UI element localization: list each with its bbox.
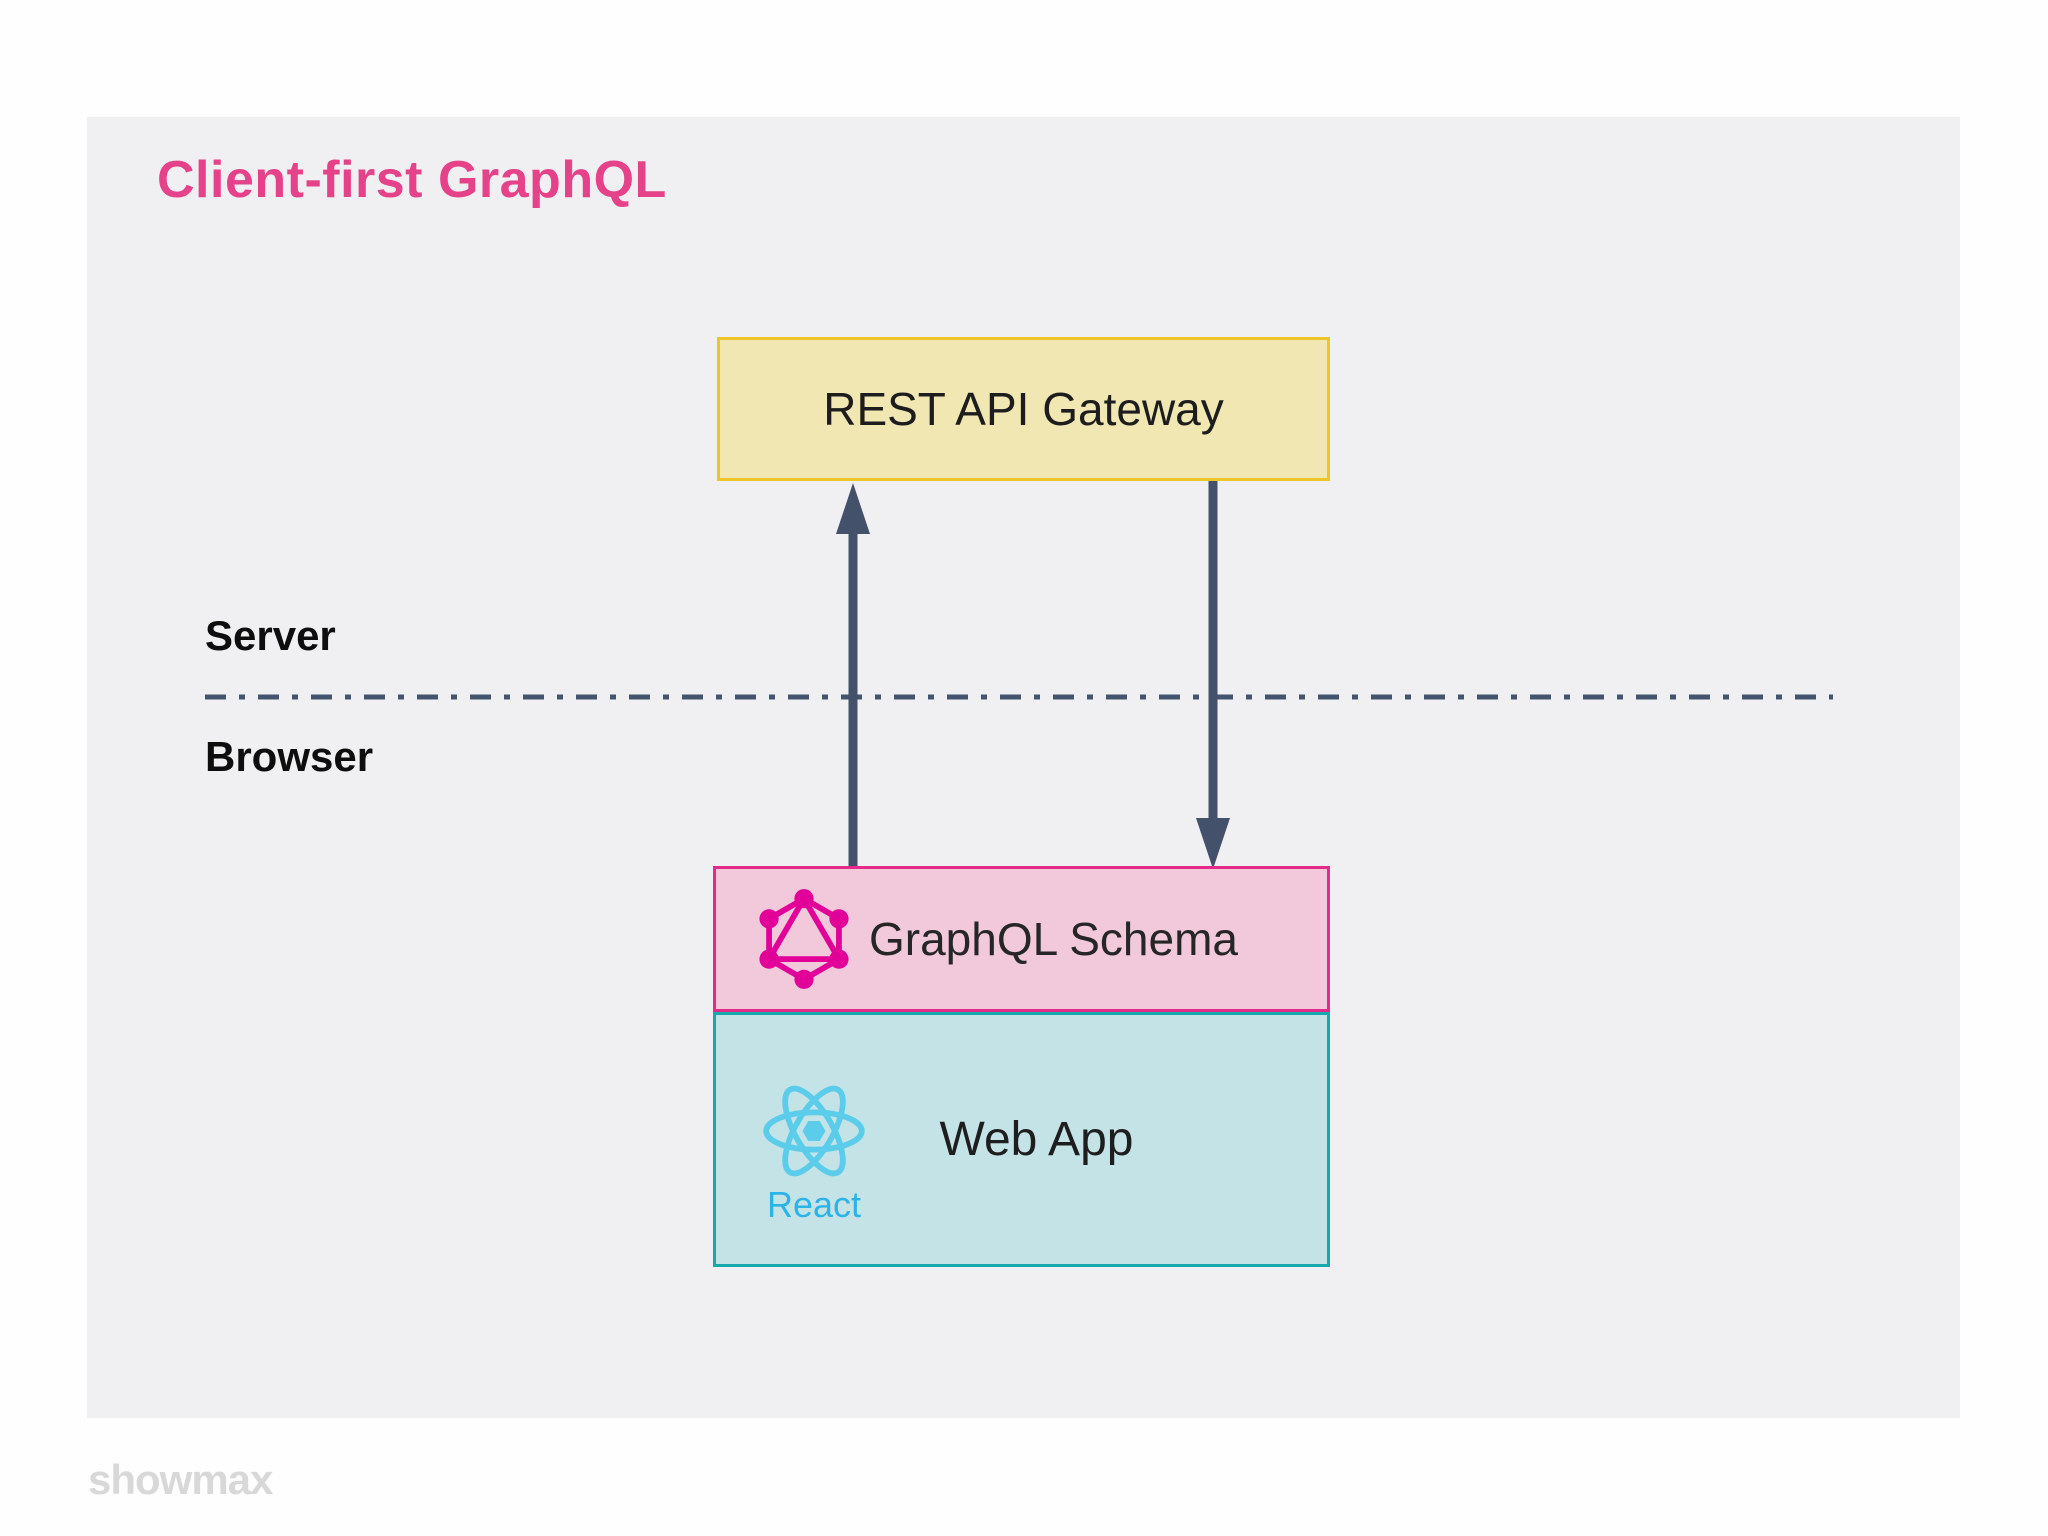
- graphql-schema-node: GraphQL Schema: [713, 866, 1330, 1012]
- rest-api-gateway-node: REST API Gateway: [717, 337, 1330, 481]
- page-title: Client-first GraphQL: [157, 151, 667, 209]
- web-app-node: React Web App: [713, 1012, 1330, 1267]
- react-icon-caption: React: [766, 1184, 862, 1225]
- graphql-schema-label: GraphQL Schema: [868, 913, 1239, 965]
- react-icon: [758, 1081, 870, 1181]
- up-arrow: [836, 483, 870, 866]
- server-zone-label: Server: [205, 612, 336, 659]
- graphql-icon: [756, 886, 852, 992]
- web-app-label: Web App: [939, 1113, 1134, 1166]
- showmax-watermark-logo: showmax: [88, 1456, 273, 1503]
- browser-zone-label: Browser: [205, 733, 374, 780]
- down-arrow: [1196, 481, 1230, 869]
- slide-panel: Client-first GraphQL REST API Gateway Se…: [87, 117, 1960, 1418]
- react-badge: React: [754, 1081, 874, 1223]
- rest-api-gateway-label: REST API Gateway: [823, 383, 1224, 435]
